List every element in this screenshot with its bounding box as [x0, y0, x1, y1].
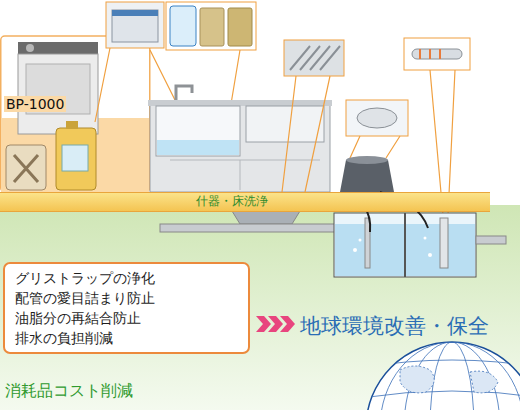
arrow-chevrons-part [256, 316, 271, 332]
band-label: 什器・床洗浄 [196, 193, 268, 209]
pump-photo-part [357, 108, 397, 128]
heater-photo-part [420, 49, 440, 59]
grease-trap-part [428, 253, 432, 257]
benefit-item: 排水の負担削減 [15, 328, 113, 348]
product-photos-part [112, 10, 158, 16]
sink-part [176, 86, 192, 100]
detergent-jugs-part [56, 128, 96, 190]
sink-part [170, 160, 320, 190]
globe-part-part [400, 366, 498, 393]
dishwasher-part [18, 42, 98, 54]
arrow-chevrons-part [280, 316, 295, 332]
cost-note: 消耗品コスト削減 [5, 381, 133, 402]
pump-part [340, 160, 394, 192]
dishwasher [1, 36, 150, 192]
product-photos-part [106, 2, 164, 48]
pump-photo-part [346, 100, 408, 136]
wash-band: 什器・床洗浄 [0, 192, 490, 212]
detergent-jugs-part [62, 145, 88, 171]
benefit-item: 配管の愛目詰まり防止 [15, 288, 155, 308]
sink [148, 86, 332, 192]
grating-photo-part [284, 40, 344, 76]
globe-part-part [430, 342, 474, 410]
grating-photo-part [290, 46, 340, 70]
pump-photo [346, 100, 408, 158]
pump [340, 156, 394, 192]
product-photos-part [200, 8, 224, 46]
product-photos-part [228, 8, 252, 46]
grease-trap-part [440, 218, 448, 268]
dishwasher-part [1, 36, 150, 192]
goal-heading: 地球環境改善・保全 [300, 312, 489, 340]
grease-trap-part [160, 224, 335, 232]
detergent-jugs-part [66, 121, 78, 129]
detergent-jugs-part [6, 145, 46, 190]
grease-trap-part [232, 211, 300, 224]
globe-part [360, 342, 520, 410]
pump-part [346, 156, 388, 164]
benefit-item: グリストラップの浄化 [15, 268, 155, 288]
sink-part [150, 104, 330, 192]
grease-trap-part [424, 237, 427, 240]
dishwasher-part [26, 44, 34, 52]
globe [360, 342, 520, 410]
globe-part-part [360, 360, 520, 410]
grease-trap-part [334, 213, 476, 277]
product-photos-part [170, 6, 196, 46]
detergent-jugs [6, 121, 96, 190]
grease-trap-part [359, 239, 362, 242]
arrow-chevrons [256, 316, 295, 332]
globe-part [366, 342, 520, 410]
sink-part [156, 106, 240, 156]
heater-photo [404, 38, 470, 215]
sink-part [148, 100, 332, 106]
product-photos-part [166, 2, 256, 50]
globe-part-part [380, 342, 520, 410]
grease-trap-part [353, 248, 357, 252]
dishwasher-part [18, 54, 98, 134]
sink-part [246, 106, 324, 142]
arrow-chevrons-part [268, 316, 283, 332]
pump-photo-part [350, 136, 400, 158]
grating-photo [282, 40, 344, 192]
heater-photo-part [404, 38, 470, 70]
grease-trap-part [476, 236, 506, 244]
detergent-jugs-part [14, 155, 38, 182]
grating-photo-part [282, 76, 330, 192]
heater-photo-part [412, 49, 462, 59]
benefit-box: グリストラップの浄化配管の愛目詰まり防止油脂分の再結合防止排水の負担削減 [3, 262, 250, 354]
product-name: BP-1000 [4, 96, 66, 112]
sink-part [157, 140, 239, 155]
benefit-item: 油脂分の再結合防止 [15, 308, 141, 328]
product-photos-part [112, 10, 158, 42]
grease-trap-part [404, 213, 406, 277]
